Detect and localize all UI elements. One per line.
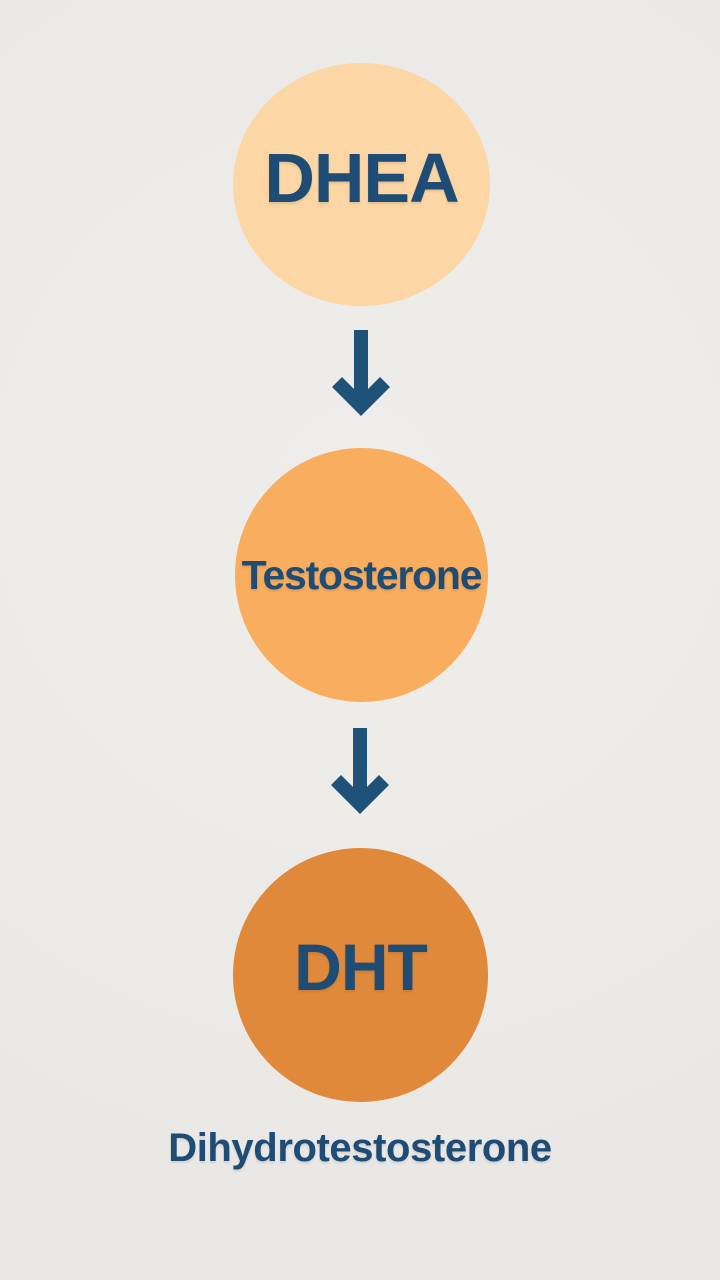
node-testosterone-label: Testosterone xyxy=(241,551,483,598)
node-dht-label: DHT xyxy=(294,930,428,1004)
down-arrow-icon xyxy=(331,728,389,814)
diagram-caption: Dihydrotestosterone xyxy=(168,1126,552,1170)
node-dht: DHT xyxy=(233,848,488,1102)
node-testosterone: Testosterone xyxy=(235,448,488,702)
node-dhea-label: DHEA xyxy=(264,138,459,217)
node-dhea: DHEA xyxy=(233,63,490,306)
down-arrow-icon xyxy=(332,330,390,416)
